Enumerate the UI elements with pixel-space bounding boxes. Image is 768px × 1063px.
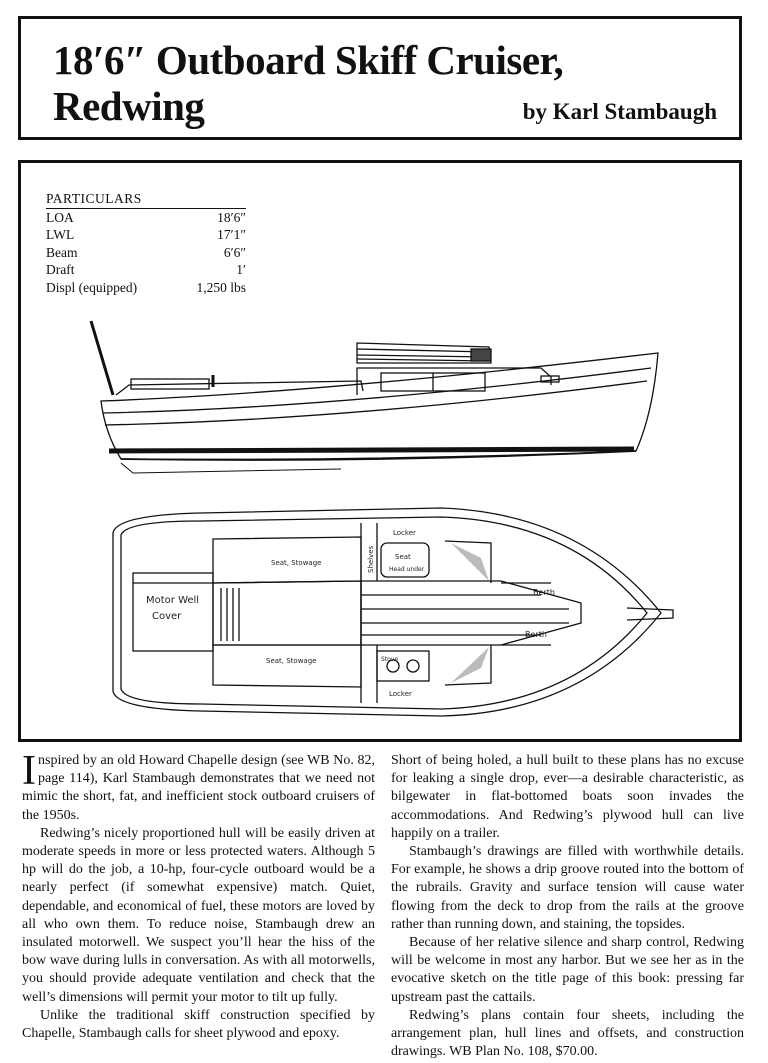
locker-bottom-label: Locker — [389, 690, 412, 698]
particulars-value: 18′6″ — [217, 209, 246, 225]
paragraph: Unlike the traditional skiff constructio… — [22, 1007, 375, 1042]
particulars-row: LWL 17′1″ — [46, 226, 246, 244]
paragraph: Stambaugh’s drawings are filled with wor… — [391, 844, 744, 932]
particulars-value: 1′ — [236, 262, 246, 277]
stove-label: Stove — [381, 656, 398, 663]
paragraph: Because of her relative silence and shar… — [391, 935, 744, 1005]
shelves-label: Shelves — [367, 545, 375, 573]
particulars-value: 17′1″ — [217, 227, 246, 242]
plan-view — [112, 507, 674, 717]
particulars-table: PARTICULARS LOA 18′6″ LWL 17′1″ Beam 6′6″ D… — [46, 190, 246, 296]
particulars-label: LWL — [46, 227, 75, 242]
drop-cap: I — [22, 748, 36, 794]
locker-top-label: Locker — [393, 529, 416, 537]
berth-top-label: Berth — [533, 588, 555, 597]
paragraph: Redwing’s plans contain four sheets, inc… — [391, 1007, 744, 1060]
profile-view — [89, 320, 659, 474]
particulars-row: Displ (equipped) 1,250 lbs — [46, 279, 246, 297]
title-box: 18′6″ Outboard Skiff Cruiser, Redwing by… — [18, 16, 742, 140]
byline: by Karl Stambaugh — [522, 99, 717, 124]
head-under-label: Head under — [389, 566, 425, 573]
particulars-row: Beam 6′6″ — [46, 244, 246, 262]
seat-stowage-bottom-label: Seat, Stowage — [266, 657, 316, 665]
particulars-label: Beam — [46, 244, 78, 260]
article-column-right: Short of being holed, a hull built to th… — [391, 752, 744, 1061]
title-line-2: Redwing — [53, 83, 205, 129]
berth-bottom-label: Berth — [525, 630, 547, 639]
motor-well-cover-label: Cover — [152, 611, 182, 622]
paragraph: Redwing’s nicely proportioned hull will … — [22, 825, 375, 1005]
title-line-1: 18′6″ Outboard Skiff Cruiser, — [53, 37, 564, 83]
particulars-label: LOA — [46, 209, 74, 225]
seat-head-label: Seat — [395, 553, 411, 561]
boat-plans-drawing: Motor Well Cover Seat, Stowage Seat, Sto… — [89, 320, 674, 717]
particulars-value: 1,250 lbs — [196, 279, 246, 295]
paragraph: Short of being holed, a hull built to th… — [391, 753, 744, 841]
particulars-label: Displ (equipped) — [46, 279, 138, 295]
seat-stowage-top-label: Seat, Stowage — [271, 559, 321, 567]
particulars-row: LOA 18′6″ — [46, 209, 246, 227]
particulars-heading: PARTICULARS — [46, 190, 246, 209]
paragraph-text: nspired by an old Howard Chapelle design… — [22, 753, 375, 823]
drawing-box: Motor Well Cover Seat, Stowage Seat, Sto… — [18, 160, 742, 742]
particulars-row: Draft 1′ — [46, 261, 246, 279]
motor-well-label: Motor Well — [146, 595, 199, 606]
particulars-label: Draft — [46, 262, 75, 277]
particulars-value: 6′6″ — [223, 244, 246, 260]
article-title: 18′6″ Outboard Skiff Cruiser, Redwing — [53, 37, 564, 129]
